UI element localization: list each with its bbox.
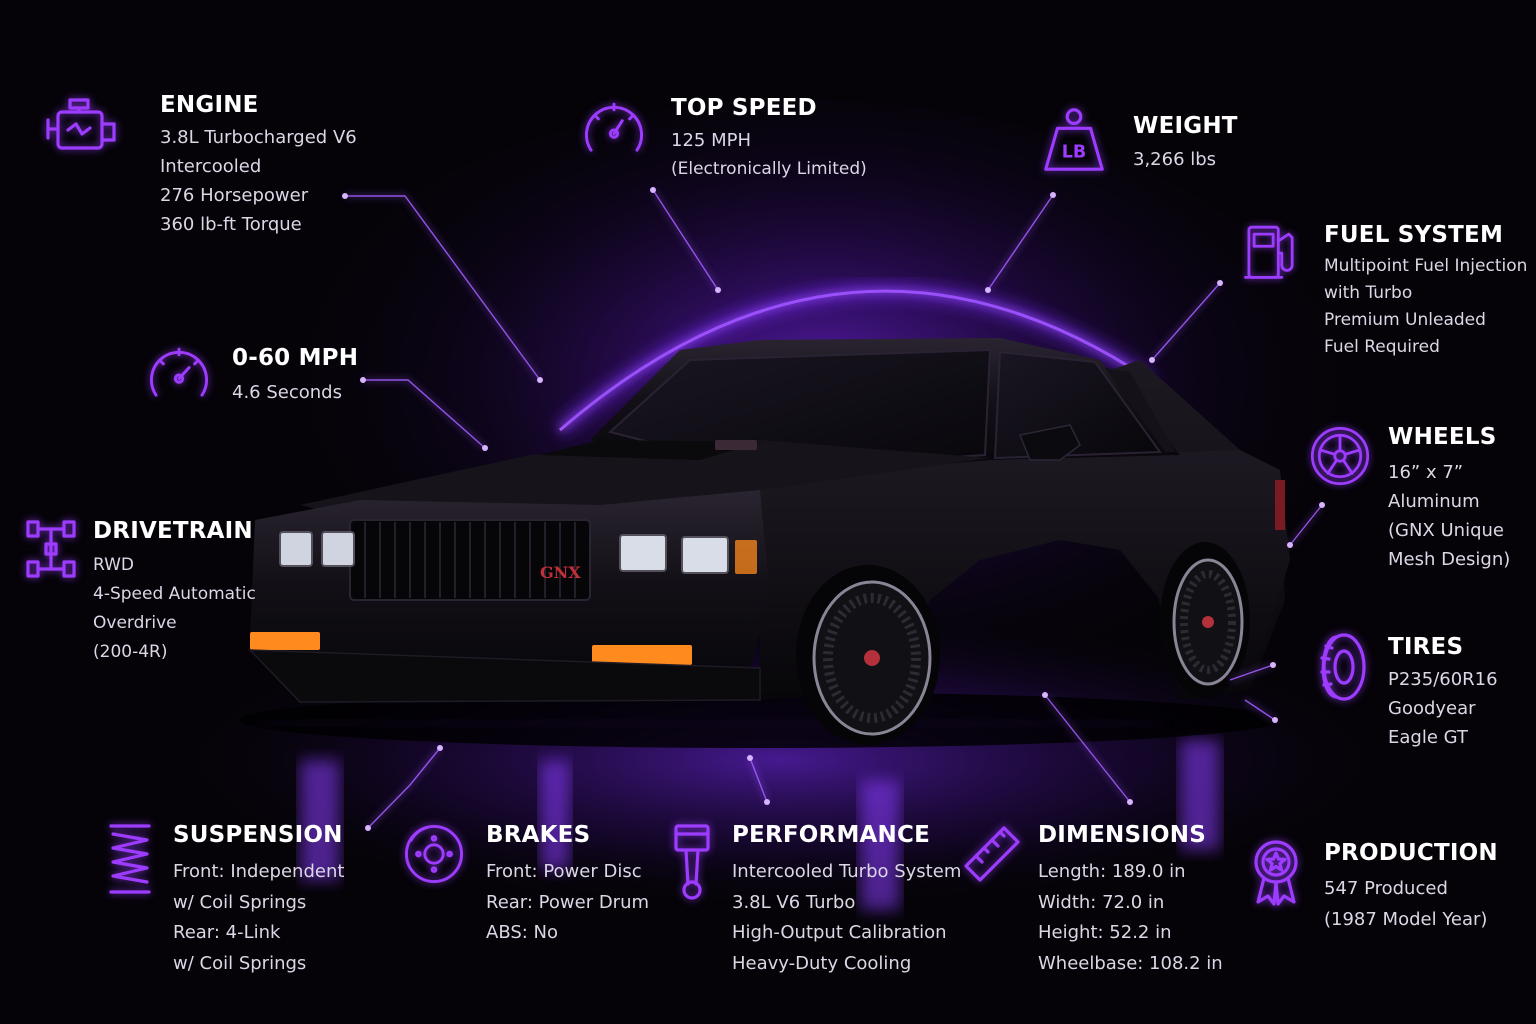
spec-line: Fuel Required (1324, 337, 1440, 357)
spec-drivetrain-title: DRIVETRAIN (93, 518, 253, 544)
front-wheel (796, 565, 940, 745)
spec-line: Length: 189.0 in (1038, 861, 1186, 882)
spec-zero-sixty-lines: 4.6 Seconds (232, 378, 342, 407)
spec-line: Goodyear (1388, 698, 1476, 719)
spec-line: Mesh Design) (1388, 549, 1511, 570)
spec-production-title: PRODUCTION (1324, 840, 1498, 866)
engine-icon (44, 90, 118, 164)
spec-dimensions-title: DIMENSIONS (1038, 822, 1206, 848)
spec-line: 3.8L V6 Turbo (732, 891, 856, 913)
car-badge: GNX (540, 563, 581, 582)
weight-icon-label: LB (1062, 143, 1087, 163)
spec-top-speed-title: TOP SPEED (671, 95, 817, 121)
wheel-icon (1308, 424, 1372, 488)
spec-line: (200-4R) (93, 642, 168, 662)
spec-line: P235/60R16 (1388, 669, 1498, 690)
spec-line: (GNX Unique (1388, 520, 1504, 541)
spec-top-speed-lines: 125 MPH (Electronically Limited) (671, 126, 867, 184)
spec-line: (Electronically Limited) (671, 159, 867, 179)
spec-line: Aluminum (1388, 491, 1480, 512)
spec-line: 4.6 Seconds (232, 382, 342, 403)
spec-line: w/ Coil Springs (173, 952, 307, 974)
spec-fuel-system-lines: Multipoint Fuel Injection with Turbo Pre… (1324, 253, 1527, 361)
spec-line: 4-Speed Automatic (93, 584, 256, 604)
rear-wheel (1160, 542, 1250, 698)
spec-line: Heavy-Duty Cooling (732, 952, 912, 974)
spec-engine-title: ENGINE (160, 92, 259, 118)
spec-line: 3.8L Turbocharged V6 (160, 127, 357, 148)
spec-brakes-title: BRAKES (486, 822, 591, 848)
spec-line: Rear: Power Drum (486, 891, 650, 913)
spec-line: 360 lb-ft Torque (160, 214, 302, 235)
drivetrain-icon (26, 518, 76, 582)
brake-disc-icon (400, 820, 468, 888)
spec-line: Wheelbase: 108.2 in (1038, 952, 1223, 974)
spec-line: Premium Unleaded (1324, 310, 1486, 330)
spec-performance-lines: Intercooled Turbo System 3.8L V6 Turbo H… (732, 857, 961, 979)
spec-weight-lines: 3,266 lbs (1133, 145, 1216, 174)
spec-line: High-Output Calibration (732, 922, 947, 943)
buick-gnx-car: GNX (240, 338, 1290, 748)
spec-line: 3,266 lbs (1133, 149, 1217, 170)
spec-line: Height: 52.2 in (1038, 922, 1172, 943)
spec-line: Intercooled (160, 156, 262, 177)
spec-line: (1987 Model Year) (1324, 908, 1488, 930)
spec-line: 276 Horsepower (160, 185, 309, 206)
spec-weight-title: WEIGHT (1133, 113, 1238, 139)
spec-line: Overdrive (93, 613, 177, 633)
spec-line: Front: Power Disc (486, 861, 642, 882)
spec-line: 125 MPH (671, 130, 751, 151)
spec-suspension-title: SUSPENSION (173, 822, 343, 848)
spec-engine-lines: 3.8L Turbocharged V6 Intercooled 276 Hor… (160, 123, 357, 239)
gauge-icon (145, 340, 213, 408)
spec-line: w/ Coil Springs (173, 891, 307, 913)
spec-wheels-lines: 16” x 7” Aluminum (GNX Unique Mesh Desig… (1388, 458, 1510, 574)
spec-production-lines: 547 Produced (1987 Model Year) (1324, 874, 1487, 935)
award-ribbon-icon (1250, 838, 1302, 906)
spec-line: RWD (93, 555, 135, 575)
spec-line: Multipoint Fuel Injection (1324, 256, 1528, 276)
spec-brakes-lines: Front: Power Disc Rear: Power Drum ABS: … (486, 857, 649, 949)
spec-line: Rear: 4-Link (173, 922, 281, 943)
fuel-pump-icon (1242, 222, 1306, 286)
spec-line: Intercooled Turbo System (732, 861, 962, 882)
spec-suspension-lines: Front: Independent w/ Coil Springs Rear:… (173, 857, 344, 979)
spec-line: ABS: No (486, 922, 559, 943)
spec-drivetrain-lines: RWD 4-Speed Automatic Overdrive (200-4R) (93, 551, 256, 667)
ruler-icon (962, 824, 1022, 884)
spec-line: 547 Produced (1324, 878, 1448, 899)
piston-icon (672, 822, 712, 902)
tire-icon (1312, 632, 1368, 702)
weight-icon: LB (1038, 105, 1110, 177)
spec-line: 16” x 7” (1388, 462, 1464, 483)
spec-dimensions-lines: Length: 189.0 in Width: 72.0 in Height: … (1038, 857, 1223, 979)
spec-zero-sixty-title: 0-60 MPH (232, 345, 359, 371)
speedometer-icon (580, 95, 648, 163)
callout-dots (342, 187, 1325, 831)
callout-lines (345, 189, 1323, 829)
spec-tires-title: TIRES (1388, 634, 1464, 660)
spec-line: Front: Independent (173, 861, 345, 882)
spec-tires-lines: P235/60R16 Goodyear Eagle GT (1388, 665, 1498, 752)
spec-line: with Turbo (1324, 283, 1413, 303)
spec-line: Eagle GT (1388, 727, 1468, 748)
spec-line: Width: 72.0 in (1038, 891, 1165, 913)
spec-wheels-title: WHEELS (1388, 424, 1497, 450)
coil-spring-icon (105, 822, 155, 896)
spec-fuel-system-title: FUEL SYSTEM (1324, 222, 1504, 248)
spec-performance-title: PERFORMANCE (732, 822, 930, 848)
